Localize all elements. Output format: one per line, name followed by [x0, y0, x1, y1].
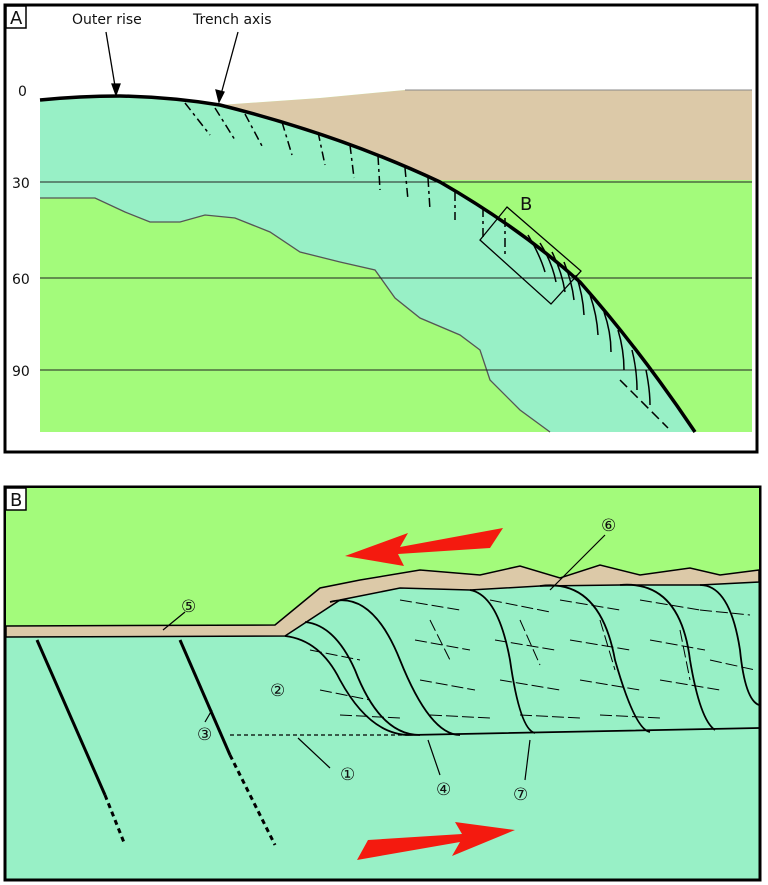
- sky-region: [40, 90, 405, 105]
- shear-arrow-bottom: [357, 822, 515, 860]
- marker-7: ⑦: [513, 785, 528, 805]
- depth-label-60: 60: [12, 272, 30, 288]
- plate-faults: [35, 639, 277, 846]
- panel-b-tag-box: [5, 487, 27, 511]
- depth-label-30: 30: [12, 176, 30, 192]
- panel-a-tag: A: [10, 8, 23, 29]
- panel-a-tag-box: [5, 5, 27, 29]
- slab-hatching: [527, 234, 669, 429]
- marker-2: ②: [270, 681, 285, 701]
- shear-fabric: [309, 599, 756, 719]
- marker-1: ①: [340, 765, 355, 785]
- overriding-plate: [220, 90, 752, 180]
- marker-5: ⑤: [181, 597, 196, 617]
- sediment-layer: [5, 564, 760, 638]
- outer-rise-label: Outer rise: [72, 12, 142, 28]
- subducting-slab: [40, 96, 695, 432]
- panel-b-tag: B: [10, 490, 22, 511]
- trench-axis-label: Trench axis: [192, 12, 272, 28]
- marker-4: ④: [436, 780, 451, 800]
- detail-box-b: [479, 206, 582, 305]
- marker-arrows: [162, 534, 606, 781]
- slab-top-surface: [39, 94, 697, 433]
- marker-3: ③: [197, 725, 212, 745]
- depth-label-0: 0: [18, 84, 27, 100]
- panel-a: B A Outer rise Trench axis 0 30 60 90: [3, 3, 759, 454]
- thrust-faults: [284, 583, 760, 736]
- panel-b: B ① ② ③ ④ ⑤ ⑥ ⑦: [3, 485, 762, 882]
- depth-label-90: 90: [12, 364, 30, 380]
- label-arrows: [105, 31, 239, 104]
- slab-base-line: [40, 197, 551, 433]
- marker-6: ⑥: [601, 516, 616, 536]
- bending-faults: [184, 102, 506, 255]
- depth-gridlines: [40, 89, 752, 371]
- detail-box-label: B: [520, 194, 532, 215]
- shear-arrow-top: [345, 528, 503, 566]
